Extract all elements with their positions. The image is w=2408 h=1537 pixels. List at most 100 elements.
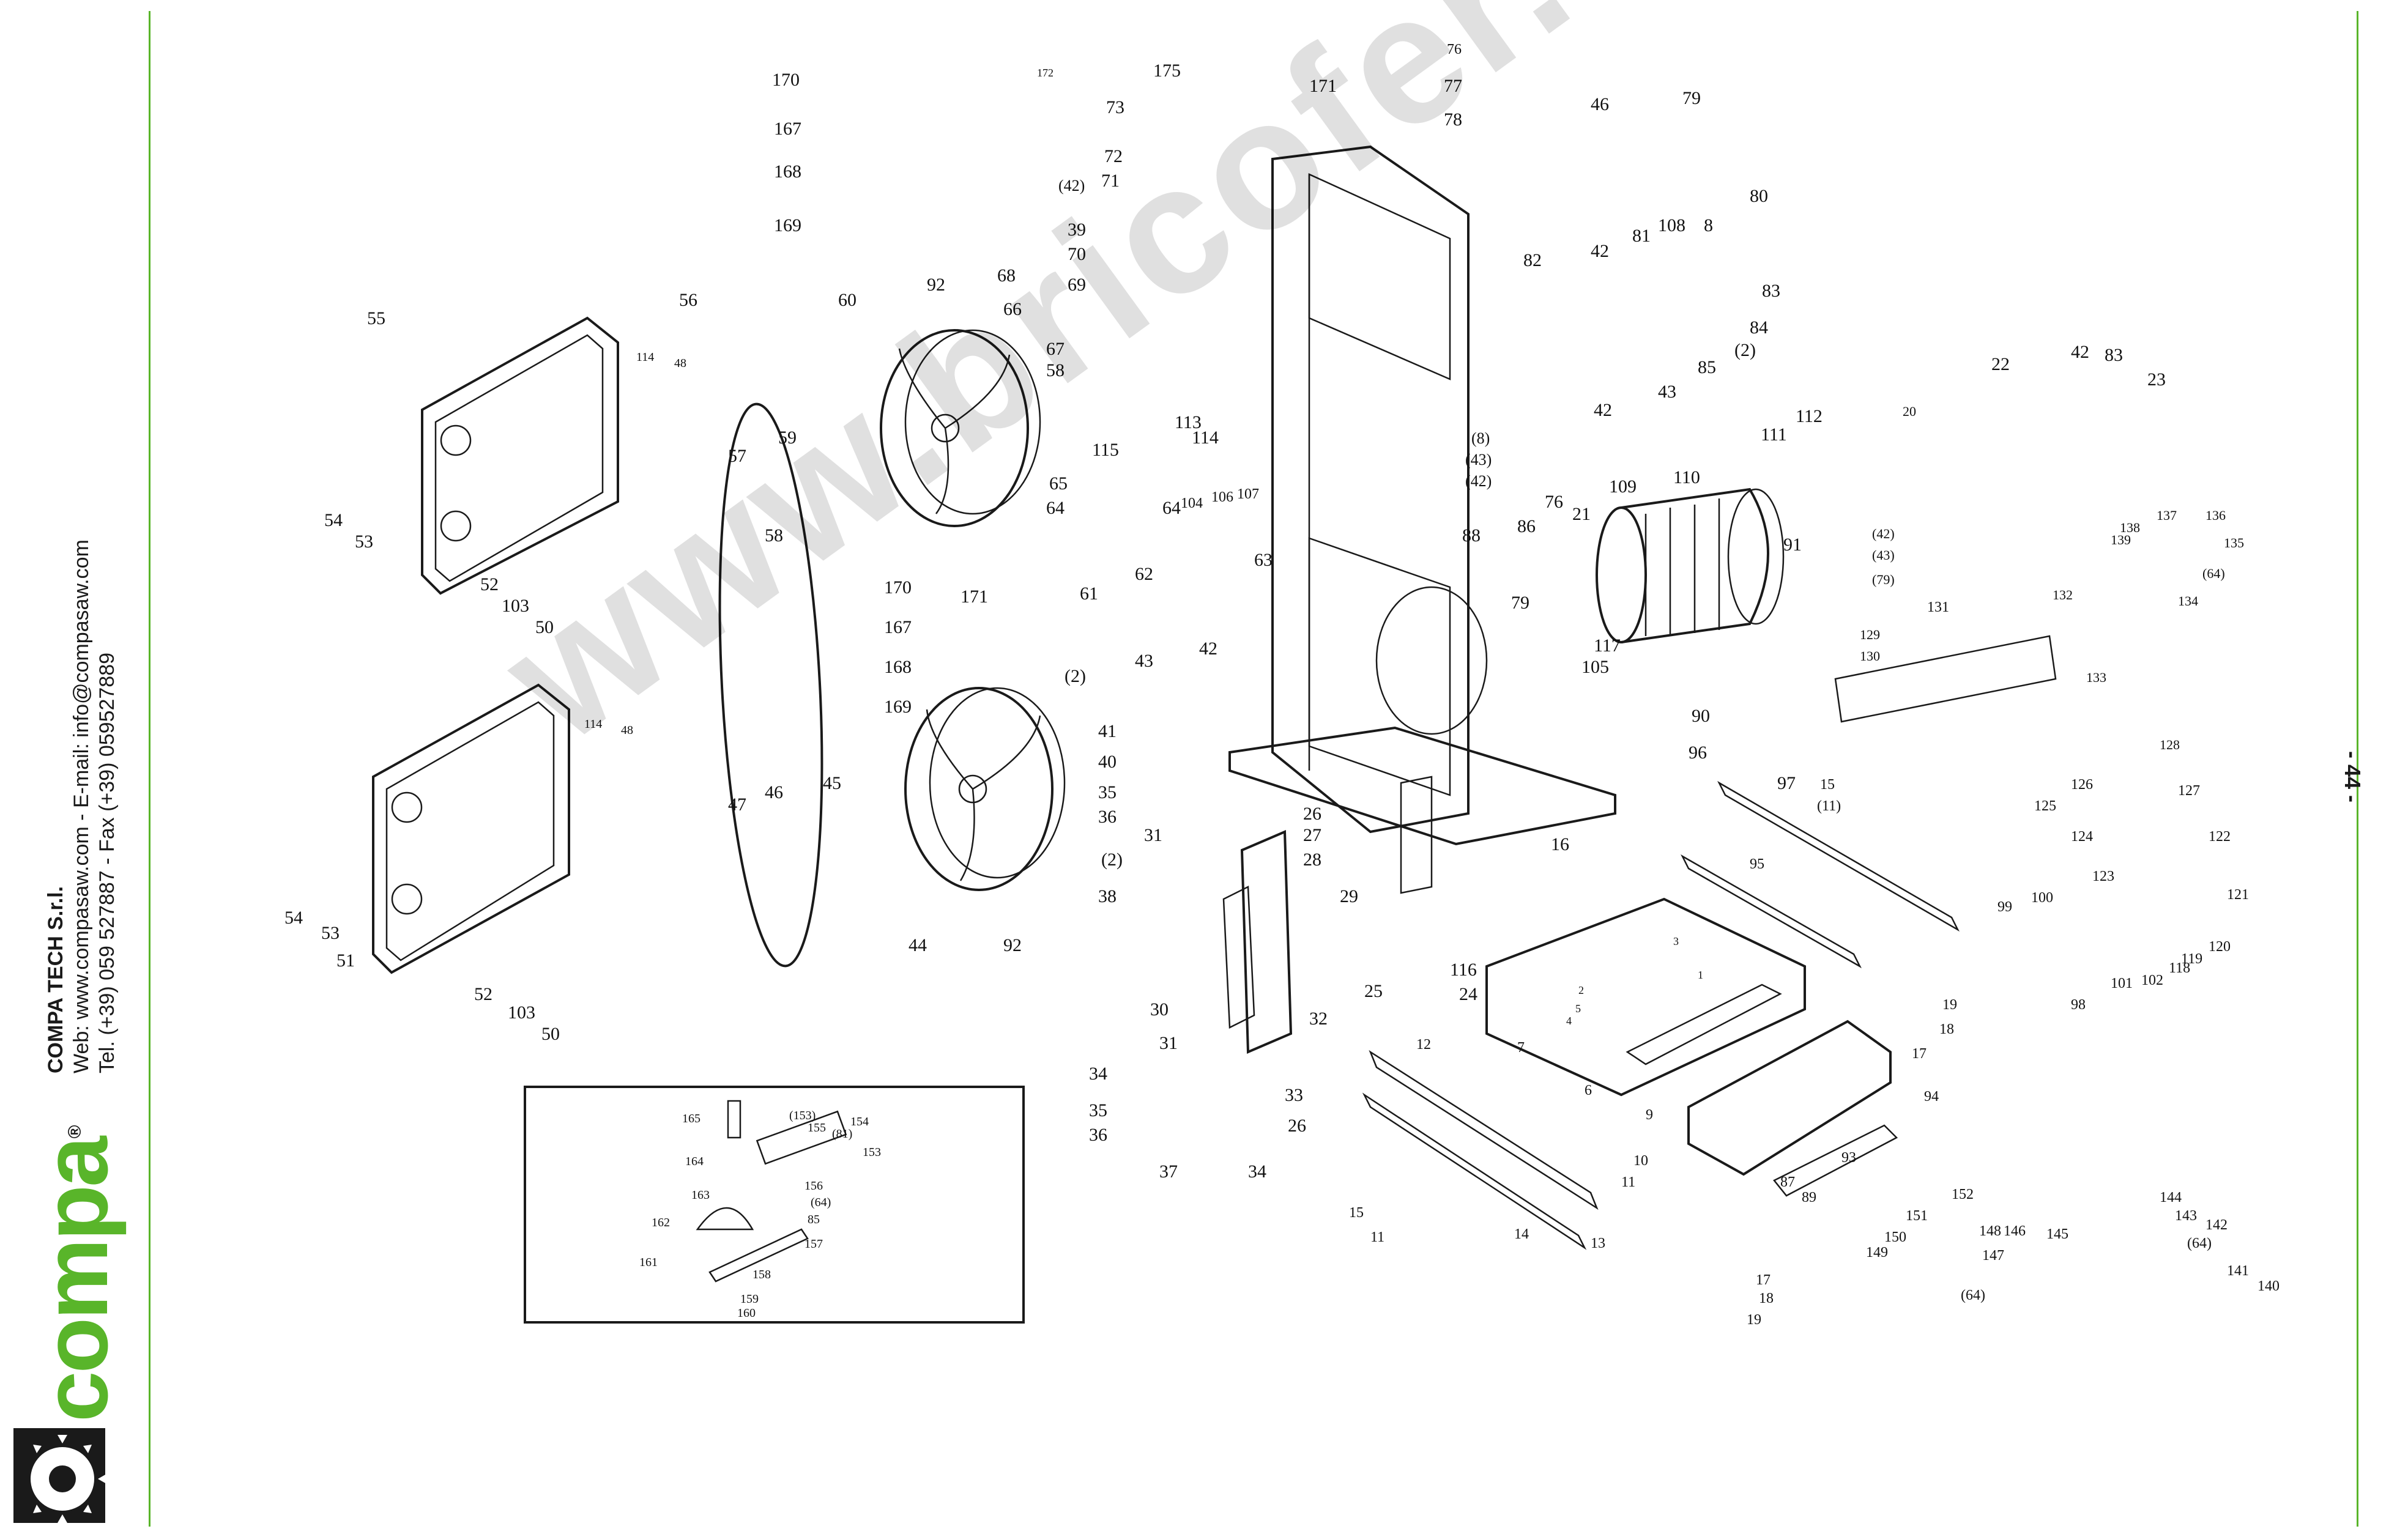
fence-rails <box>1362 635 2057 1250</box>
callout-label: 62 <box>1135 564 1153 584</box>
callout-label: 17 <box>1756 1272 1771 1288</box>
callout-label: 167 <box>884 617 912 637</box>
callout-label: 53 <box>321 923 340 943</box>
callout-label: 37 <box>1159 1161 1178 1182</box>
callout-label: (79) <box>1872 572 1895 587</box>
callout-label: 22 <box>1991 354 2010 374</box>
callout-label: 64 <box>1046 498 1065 518</box>
callout-label: 82 <box>1523 250 1542 270</box>
callout-label: 105 <box>1581 657 1609 677</box>
callout-label: 86 <box>1517 516 1536 536</box>
callout-label: 26 <box>1303 804 1321 824</box>
callout-label: 52 <box>474 984 492 1004</box>
callout-label: 171 <box>1309 76 1337 96</box>
callout-label: 34 <box>1089 1064 1107 1084</box>
callout-label: 81 <box>1632 226 1651 246</box>
callout-label: 54 <box>284 908 303 928</box>
callout-label: 41 <box>1098 721 1117 741</box>
callout-label: 150 <box>1884 1229 1906 1245</box>
callout-label: 103 <box>508 1002 535 1023</box>
callout-label: 111 <box>1761 424 1787 445</box>
callout-label: 98 <box>2071 997 2086 1013</box>
callout-label: 44 <box>909 935 927 955</box>
callout-label: 155 <box>808 1121 826 1135</box>
callout-label: (43) <box>1465 451 1492 469</box>
callout-label: 93 <box>1841 1150 1856 1166</box>
callout-label: 151 <box>1906 1208 1928 1224</box>
callout-label: 109 <box>1609 476 1637 497</box>
callout-label: 95 <box>1750 856 1764 872</box>
callout-label: 27 <box>1303 825 1321 845</box>
callout-label: 175 <box>1153 61 1181 81</box>
callout-label: 79 <box>1682 88 1701 108</box>
callout-label: 163 <box>691 1188 710 1202</box>
callout-label: 162 <box>652 1216 670 1229</box>
callout-label: (42) <box>1058 177 1085 194</box>
callout-label: 65 <box>1049 473 1068 494</box>
callout-label: 149 <box>1866 1245 1888 1261</box>
callout-label: 142 <box>2205 1217 2228 1233</box>
callout-label: (43) <box>1872 547 1895 563</box>
callout-label: 6 <box>1585 1083 1592 1098</box>
callout-label: 169 <box>774 215 801 235</box>
callout-label: 59 <box>778 428 797 448</box>
callout-label: 18 <box>1939 1021 1954 1037</box>
callout-label: 33 <box>1285 1085 1303 1105</box>
callout-label: (153) <box>789 1109 816 1122</box>
callout-label: 48 <box>674 357 686 370</box>
callout-label: 127 <box>2178 783 2200 799</box>
callout-label: 134 <box>2178 593 2198 609</box>
callout-label: 2 <box>1578 984 1584 996</box>
callout-label: 79 <box>1511 593 1529 613</box>
callout-label: 101 <box>2111 976 2133 991</box>
callout-label: 58 <box>765 525 783 546</box>
callout-label: 139 <box>2111 532 2131 547</box>
callout-label: 108 <box>1658 215 1685 235</box>
callout-label: 135 <box>2224 535 2244 550</box>
callout-label: 11 <box>1370 1229 1384 1245</box>
callout-label: 118 <box>2169 960 2190 976</box>
callout-label: 145 <box>2046 1226 2068 1242</box>
callout-label: 32 <box>1309 1009 1328 1029</box>
callout-label: 17 <box>1912 1046 1927 1062</box>
callout-label: 96 <box>1689 743 1707 763</box>
callout-label: 48 <box>621 724 633 737</box>
callout-label: 14 <box>1514 1226 1529 1242</box>
callout-label: 28 <box>1303 850 1321 870</box>
callout-label: 16 <box>1551 834 1569 854</box>
callout-label: 40 <box>1098 752 1117 772</box>
callout-label: 20 <box>1903 404 1916 419</box>
callout-label: 138 <box>2120 520 2140 535</box>
callout-label: 36 <box>1089 1125 1107 1145</box>
callout-label: 1 <box>1698 969 1703 981</box>
callout-label: 125 <box>2034 798 2056 814</box>
callout-label: 8 <box>1704 215 1713 235</box>
callout-label: 131 <box>1927 599 1949 615</box>
callout-label: 29 <box>1340 886 1358 906</box>
callout-label: (2) <box>1101 850 1123 870</box>
callout-label: 63 <box>1254 550 1273 570</box>
callout-label: 147 <box>1982 1248 2004 1264</box>
callout-label: 12 <box>1416 1037 1431 1053</box>
callout-label: 42 <box>1591 241 1609 261</box>
callout-label: (8) <box>1471 429 1490 447</box>
callout-label: 165 <box>682 1112 700 1125</box>
callout-label: 87 <box>1780 1174 1795 1190</box>
callout-label: 122 <box>2209 829 2231 845</box>
callout-label: (81) <box>832 1127 852 1141</box>
callout-label: (2) <box>1065 666 1086 686</box>
callout-label: 72 <box>1104 146 1123 166</box>
compa-logo <box>13 1428 106 1523</box>
callout-label: 156 <box>805 1179 823 1193</box>
callout-label: 161 <box>639 1256 658 1269</box>
callout-label: 143 <box>2175 1208 2197 1224</box>
callout-label: 50 <box>535 617 554 637</box>
callout-label: 132 <box>2053 587 2073 602</box>
callout-label: 146 <box>2004 1223 2026 1239</box>
main-frame <box>1228 145 1616 894</box>
callout-label: 11 <box>1621 1174 1635 1190</box>
upper-wheel <box>880 329 1041 527</box>
callout-label: 76 <box>1545 492 1563 512</box>
callout-label: 53 <box>355 531 373 552</box>
callout-label: 67 <box>1046 339 1065 359</box>
